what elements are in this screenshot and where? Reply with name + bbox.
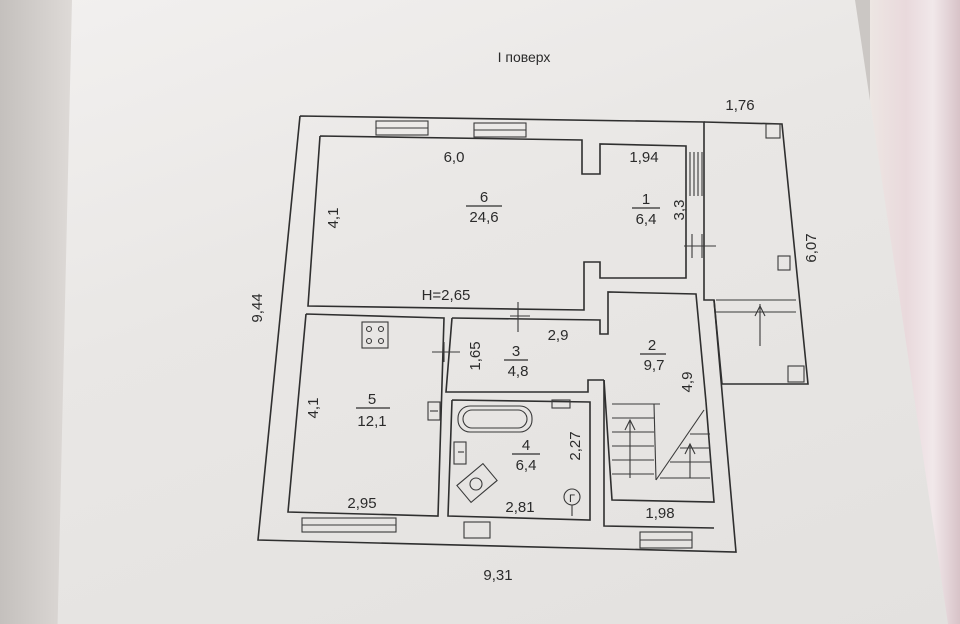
stove-icon bbox=[361, 321, 389, 349]
dim-overall-height: 9,44 bbox=[249, 293, 266, 322]
svg-text:6,4: 6,4 bbox=[516, 457, 537, 474]
svg-text:6: 6 bbox=[480, 189, 488, 206]
sink-icon bbox=[453, 441, 467, 465]
svg-text:2: 2 bbox=[648, 337, 656, 354]
bottom-windows bbox=[301, 517, 693, 549]
dim-room3-width: 2,9 bbox=[548, 327, 569, 344]
dim-room5-height: 4,1 bbox=[305, 398, 322, 419]
svg-text:9,7: 9,7 bbox=[644, 357, 665, 374]
floor-title: I поверх bbox=[498, 49, 551, 65]
stairs bbox=[612, 403, 710, 481]
inner-walls-lower bbox=[287, 291, 715, 529]
dim-room2-height: 4,9 bbox=[679, 372, 696, 393]
room-6-label: 6 24,6 bbox=[466, 189, 502, 226]
room-4-label: 4 6,4 bbox=[512, 437, 540, 474]
room-1-label: 1 6,4 bbox=[632, 191, 660, 228]
svg-text:4: 4 bbox=[522, 437, 530, 454]
bathtub-icon bbox=[457, 405, 533, 433]
room1-vent bbox=[684, 152, 716, 258]
svg-text:3: 3 bbox=[512, 343, 520, 360]
dim-annex-width: 1,76 bbox=[725, 97, 754, 114]
room-3-label: 3 4,8 bbox=[504, 343, 528, 380]
dim-room1-width: 1,94 bbox=[629, 149, 658, 166]
door-marks bbox=[427, 302, 530, 421]
dim-room6-width: 6,0 bbox=[444, 149, 465, 166]
boiler-icon: Г bbox=[551, 399, 581, 516]
room-2-label: 2 9,7 bbox=[640, 337, 666, 374]
svg-text:4,8: 4,8 bbox=[508, 363, 529, 380]
dim-room3-height: 1,65 bbox=[467, 341, 484, 370]
dim-overall-width: 9,31 bbox=[483, 567, 512, 584]
dim-room2-width: 1,98 bbox=[645, 505, 674, 522]
top-windows bbox=[375, 120, 527, 138]
svg-text:5: 5 bbox=[368, 391, 376, 408]
dim-room1-height: 3,3 bbox=[671, 200, 688, 221]
dim-room5-width: 2,95 bbox=[347, 495, 376, 512]
dim-room6-height: 4,1 bbox=[325, 208, 342, 229]
svg-text:6,4: 6,4 bbox=[636, 211, 657, 228]
svg-text:12,1: 12,1 bbox=[357, 413, 386, 430]
svg-text:24,6: 24,6 bbox=[469, 209, 498, 226]
outer-walls bbox=[257, 115, 737, 553]
room-5-label: 5 12,1 bbox=[356, 391, 390, 430]
dim-annex-height: 6,07 bbox=[803, 233, 820, 262]
dim-room4-width: 2,81 bbox=[505, 499, 534, 516]
height-note: H=2,65 bbox=[422, 287, 471, 304]
dimension-labels: 6,0 4,1 1,94 3,3 H=2,65 2,9 1,65 4,9 1,9… bbox=[249, 97, 820, 584]
toilet-icon bbox=[456, 462, 498, 504]
annex-walls bbox=[703, 121, 809, 385]
svg-text:Г: Г bbox=[569, 493, 575, 505]
svg-text:1: 1 bbox=[642, 191, 650, 208]
dim-room4-height: 2,27 bbox=[567, 431, 584, 460]
